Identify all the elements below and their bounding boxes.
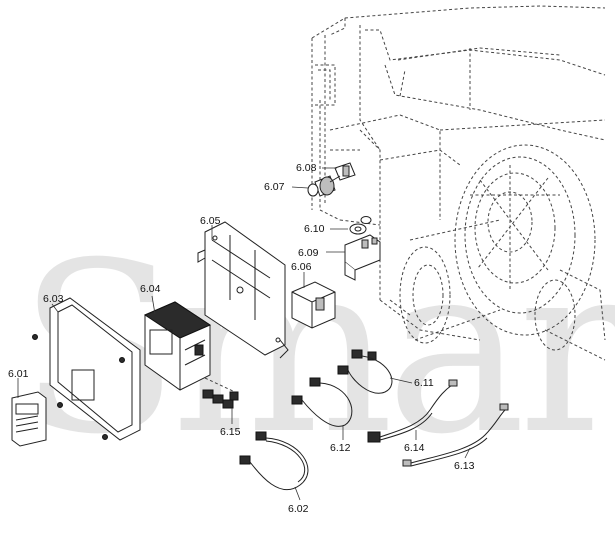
label-6-01: 6.01: [8, 368, 29, 380]
callout-labels: 6.01 6.02 6.03 6.04 6.05 6.06 6.07 6.08 …: [8, 162, 475, 515]
label-6-15: 6.15: [220, 426, 241, 438]
part-6-12-cable[interactable]: [291, 377, 353, 427]
part-6-04-control-unit[interactable]: [143, 301, 212, 391]
part-6-01-display[interactable]: [11, 391, 47, 447]
part-6-09-valve[interactable]: [344, 234, 381, 281]
label-6-10: 6.10: [304, 223, 325, 235]
part-6-13-cable[interactable]: [402, 403, 509, 467]
label-6-09: 6.09: [298, 247, 319, 259]
boiler-outline: [311, 5, 606, 361]
label-6-14: 6.14: [404, 442, 425, 454]
part-6-08-bracket[interactable]: [334, 162, 356, 181]
label-6-11: 6.11: [414, 377, 434, 389]
label-6-05: 6.05: [200, 215, 221, 227]
label-6-07: 6.07: [264, 181, 285, 193]
part-6-14-cable[interactable]: [367, 379, 458, 443]
part-6-03-cover-frame[interactable]: [32, 297, 141, 441]
label-6-12: 6.12: [330, 442, 351, 454]
part-6-11-cable[interactable]: [337, 349, 393, 394]
label-6-02: 6.02: [288, 503, 309, 515]
part-6-15-connectors[interactable]: [202, 377, 239, 409]
part-6-07-sensor[interactable]: [307, 175, 341, 197]
label-6-08: 6.08: [296, 162, 317, 174]
label-6-06: 6.06: [291, 261, 312, 273]
label-6-04: 6.04: [140, 283, 161, 295]
part-6-06-relay[interactable]: [291, 281, 336, 329]
part-6-02-cable[interactable]: [239, 431, 309, 491]
label-6-03: 6.03: [43, 293, 64, 305]
leader-lines: [17, 167, 471, 501]
part-6-10-washer[interactable]: [349, 216, 372, 235]
label-6-13: 6.13: [454, 460, 475, 472]
part-6-05-mounting-plate[interactable]: [197, 221, 289, 359]
